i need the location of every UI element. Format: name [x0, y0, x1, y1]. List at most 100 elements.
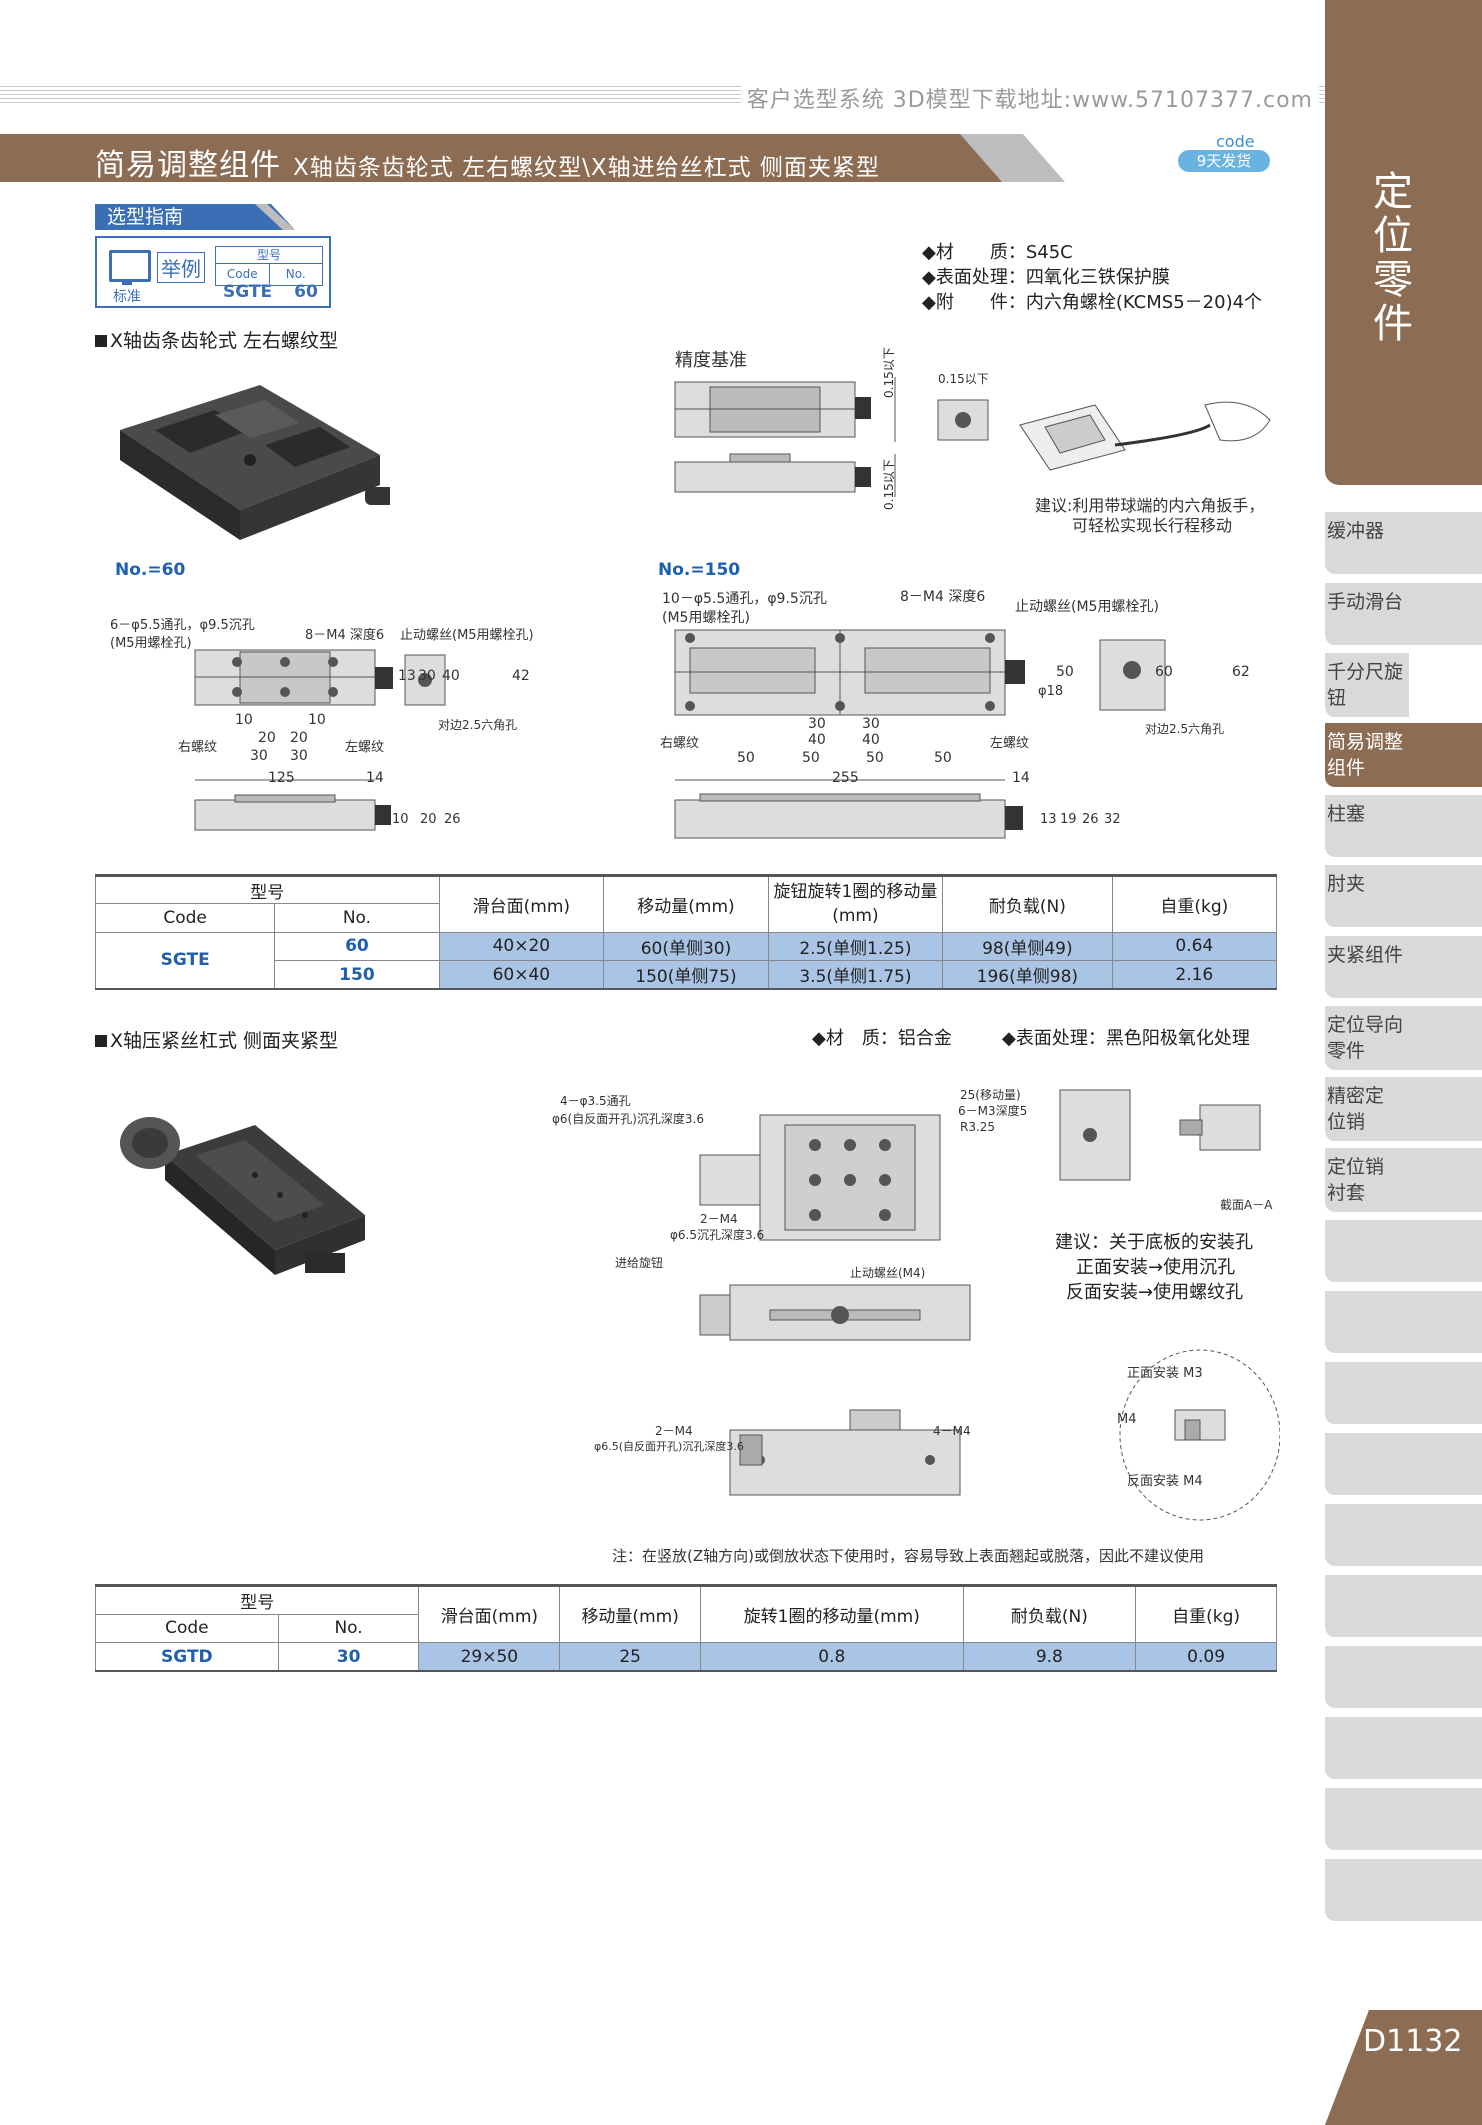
no150-holes: 10－φ5.5通孔，φ9.5沉孔 [662, 591, 827, 607]
sidebar-item-pin-bushing[interactable]: 定位销衬套 [1325, 1148, 1482, 1212]
category-header: 定位零件 [1325, 0, 1482, 485]
sidebar-item-toggle-clamp[interactable]: 肘夹 [1325, 865, 1482, 927]
no60-left-thread: 左螺纹 [345, 740, 385, 755]
section2-spec-material: ◆材 质：铝合金 [812, 1028, 952, 1049]
sgtd-counter3: φ6.5(自反面开孔)沉孔深度3.6 [594, 1440, 744, 1453]
cell-load: 98(单侧49) [942, 931, 1113, 962]
sgtd-r: R3.25 [960, 1120, 996, 1134]
spec-table-sgte: 型号 滑台面(mm) 移动量(mm) 旋钮旋转1圈的移动量(mm) 耐负载(N)… [94, 874, 1278, 990]
no60-dim: 20 [420, 812, 437, 827]
cell-turn: 0.8 [700, 1642, 964, 1672]
no60-dim: 13 [398, 668, 416, 684]
cell-turn: 3.5(单侧1.75) [767, 960, 944, 990]
code-label: code [1216, 132, 1255, 151]
spec-row: ◆材 质：S45C [922, 242, 1073, 263]
col-move: 移动量(mm) [559, 1585, 702, 1643]
standard-label: 标准 [113, 289, 141, 305]
sgtd-counter: φ6(自反面开孔)沉孔深度3.6 [552, 1112, 704, 1126]
no60-dim: 30 [250, 748, 268, 764]
cell-no: 30 [277, 1642, 420, 1672]
sgtd-2m4: 2－M4 [700, 1212, 738, 1226]
sidebar-blank-10 [1325, 1859, 1482, 1921]
advice-text-2: 可轻松实现长行程移动 [1072, 516, 1233, 535]
sidebar-blank-1 [1325, 1220, 1482, 1282]
hex-wrench-illustration [1019, 401, 1271, 471]
product-photo-rack-stage [120, 385, 390, 540]
no60-dim: 20 [290, 730, 308, 746]
monitor-icon [109, 250, 151, 285]
col-turn: 旋转1圈的移动量(mm) [700, 1585, 964, 1643]
no60-bolt: (M5用螺栓孔) [110, 636, 192, 651]
precision-label: 精度基准 [675, 350, 747, 371]
no60-dim: 40 [442, 668, 460, 684]
no60-m4: 8－M4 深度6 [305, 628, 385, 643]
no150-dim: 26 [1082, 812, 1099, 827]
no60-dim: 14 [366, 770, 384, 786]
table-row: SGTD 30 29×50 25 0.8 9.8 0.09 [95, 1642, 1277, 1672]
no60-label: No.=60 [115, 560, 186, 580]
sidebar-item-plunger[interactable]: 柱塞 [1325, 795, 1482, 857]
delivery-badge: code 9天发货 [1178, 132, 1278, 176]
circle-back: 反面安装 M4 [1127, 1474, 1203, 1489]
no150-hex: 对边2.5六角孔 [1145, 722, 1225, 736]
no60-dim: 30 [418, 668, 436, 684]
no150-dim: 14 [1012, 770, 1030, 786]
no150-dim: 50 [934, 750, 952, 766]
section2-spec-surface: ◆表面处理：黑色阳极氧化处理 [1002, 1028, 1250, 1049]
guide-code-val: SGTE [223, 282, 273, 302]
no150-dim: 13 [1040, 812, 1057, 827]
cell-no: 60 [274, 931, 440, 962]
no150-dim: 19 [1060, 812, 1077, 827]
col-model: 型号 [95, 874, 440, 905]
no150-dim: 60 [1155, 664, 1173, 680]
page-subtitle: X轴齿条齿轮式 左右螺纹型\X轴进给丝杠式 侧面夹紧型 [293, 155, 880, 181]
sidebar-blank-5 [1325, 1504, 1482, 1566]
no60-dim: 26 [444, 812, 461, 827]
page-number: D1132 [1363, 2024, 1463, 2059]
table-row: SGTE 60 40×20 60(单侧30) 2.5(单侧1.25) 98(单侧… [94, 931, 1278, 990]
col-load: 耐负载(N) [942, 875, 1113, 933]
page-title: 简易调整组件 [95, 148, 281, 183]
no60-stop: 止动螺丝(M5用螺栓孔) [400, 628, 534, 643]
col-code: Code [94, 903, 276, 933]
sgtd-section: 截面A－A [1220, 1198, 1273, 1212]
sidebar-item-micrometer[interactable]: 千分尺旋钮 [1325, 653, 1409, 717]
cell-no: 150 [274, 960, 440, 990]
sgtd-feed-knob: 进给旋钮 [615, 1256, 664, 1270]
cell-slide: 60×40 [438, 960, 605, 990]
no150-drawing [674, 629, 1166, 839]
sidebar-item-buffer[interactable]: 缓冲器 [1325, 512, 1482, 574]
no150-dim: 50 [1056, 664, 1074, 680]
col-weight: 自重(kg) [1135, 1585, 1277, 1643]
right-sidebar: 定位零件 缓冲器 手动滑台 千分尺旋钮 简易调整组件 柱塞 肘夹 夹紧组件 定位… [1325, 0, 1482, 2125]
spec-row: ◆附 件：内六角螺栓(KCMS5－20)4个 [922, 292, 1263, 313]
no150-m4: 8－M4 深度6 [900, 589, 986, 605]
cell-slide: 40×20 [438, 931, 605, 962]
precision-drawing [674, 377, 989, 497]
no60-dim: 10 [235, 712, 253, 728]
no60-dim: 125 [268, 770, 295, 786]
spec-row: ◆表面处理：四氧化三铁保护膜 [922, 267, 1170, 288]
sidebar-item-clamp-unit[interactable]: 夹紧组件 [1325, 936, 1482, 998]
sidebar-item-guide-parts[interactable]: 定位导向零件 [1325, 1006, 1482, 1070]
sidebar-item-precision-pin[interactable]: 精密定位销 [1325, 1077, 1482, 1141]
spec-table-sgtd: 型号 滑台面(mm) 移动量(mm) 旋转1圈的移动量(mm) 耐负载(N) 自… [94, 1584, 1277, 1672]
sidebar-item-manual-stage[interactable]: 手动滑台 [1325, 583, 1482, 645]
col-code: Code [95, 1613, 279, 1643]
sgtd-counter2: φ6.5沉孔深度3.6 [670, 1228, 765, 1242]
section1-heading: X轴齿条齿轮式 左右螺纹型 [95, 326, 338, 353]
cell-load: 9.8 [962, 1642, 1137, 1672]
sidebar-item-simple-adjust[interactable]: 简易调整组件 [1325, 723, 1482, 787]
sidebar-blank-6 [1325, 1575, 1482, 1637]
sgtd-advice-2: 正面安装→使用沉孔 [1076, 1257, 1236, 1278]
category-title: 定位零件 [1373, 169, 1413, 347]
advice-text-1: 建议:利用带球端的内六角扳手， [1035, 496, 1265, 515]
tolerance-2: 0.15以下 [882, 459, 896, 510]
no150-right-thread: 右螺纹 [660, 736, 700, 751]
sgtd-stop-screw: 止动螺丝(M4) [850, 1266, 926, 1280]
sgtd-move: 25(移动量) [960, 1088, 1021, 1102]
cell-move: 150(单侧75) [603, 960, 769, 990]
no150-dim: 50 [802, 750, 820, 766]
sgtd-4holes: 4－φ3.5通孔 [560, 1094, 631, 1108]
no150-bolt: (M5用螺栓孔) [662, 610, 750, 626]
